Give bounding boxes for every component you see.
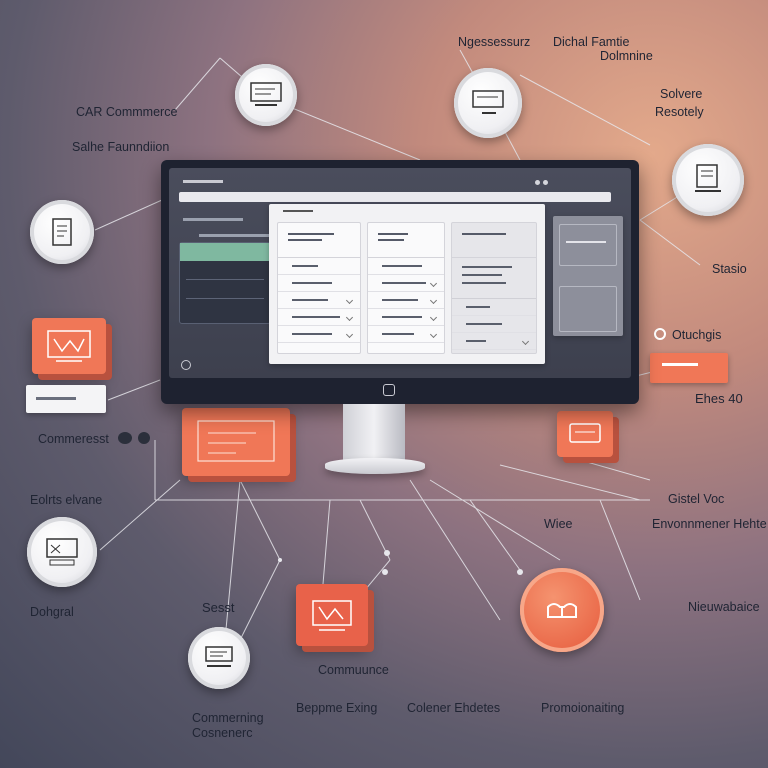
home-button-icon[interactable] (383, 384, 395, 396)
list-item[interactable] (368, 309, 444, 326)
label-beppme-exing: Beppme Exing (296, 701, 378, 715)
label-sesst: Sesst (202, 600, 235, 615)
label-stasio: Stasio (712, 262, 747, 276)
list-item[interactable] (452, 316, 536, 333)
chat-bubble-icon (118, 432, 132, 444)
monitor (161, 160, 639, 404)
content-card[interactable] (367, 222, 445, 354)
content-card[interactable] (451, 222, 537, 354)
list-item[interactable] (368, 326, 444, 343)
node-right[interactable] (672, 144, 744, 216)
chart-icon (569, 423, 601, 443)
box-center-left[interactable] (182, 408, 290, 476)
list-item[interactable] (368, 258, 444, 275)
node-bottom-center[interactable] (188, 627, 250, 689)
sidebar-item[interactable] (186, 280, 264, 299)
node-top-center[interactable] (454, 68, 522, 138)
label-commaning: Commerning (192, 711, 264, 725)
label-car-commerce: CAR Commmerce (76, 105, 178, 119)
monitor-screen (169, 168, 631, 378)
label-commuunce: Commuunce (318, 663, 389, 677)
circle-icon (654, 328, 666, 340)
chart-icon (197, 420, 275, 462)
document-icon (695, 164, 721, 192)
card-right[interactable] (650, 353, 728, 383)
power-icon[interactable] (181, 360, 191, 370)
list-item[interactable] (452, 333, 536, 350)
side-panel (553, 216, 623, 336)
label-commercest: Commeresst (38, 432, 109, 446)
node-left[interactable] (30, 200, 94, 264)
label-neuwabaice: Nieuwabaice (688, 600, 760, 614)
node-bottom-orange[interactable] (520, 568, 604, 652)
node-top-left[interactable] (235, 64, 297, 126)
list-item[interactable] (278, 326, 360, 343)
document-icon (46, 538, 78, 566)
label-envonnener-helte: Envonnmener Hehte (652, 517, 767, 531)
address-bar[interactable] (179, 192, 611, 202)
list-item[interactable] (278, 309, 360, 326)
list-item[interactable] (278, 292, 360, 309)
label-dohgral: Dohgral (30, 605, 74, 619)
label-resotely: Resotely (655, 105, 704, 119)
document-icon (250, 82, 282, 106)
label-negassesurz: Ngessessurz (458, 35, 531, 49)
sidebar-item[interactable] (186, 261, 264, 280)
document-icon (52, 218, 72, 246)
document-icon (472, 90, 504, 114)
label-otuchgs: Otuchgis (672, 328, 722, 342)
label-eolrts-elvave: Eolrts elvane (30, 493, 103, 507)
label-dichal-famtle: Dichal Famtie (553, 35, 630, 49)
label-wiee: Wiee (544, 517, 573, 531)
sidebar-item-active[interactable] (180, 243, 270, 261)
label-commenenc: Cosnenerc (192, 726, 253, 740)
card-left[interactable] (26, 385, 106, 413)
sidebar (179, 242, 271, 324)
list-item[interactable] (368, 275, 444, 292)
label-dolmnine: Dolmnine (600, 49, 653, 63)
hand-icon (547, 603, 577, 618)
screen-title-placeholder (183, 180, 223, 183)
label-sale-foundation: Salhe Faunndiion (72, 140, 170, 154)
monitor-base (325, 458, 425, 474)
list-item[interactable] (368, 292, 444, 309)
label-ehes-40: Ehes 40 (695, 391, 743, 406)
document-icon (205, 646, 233, 667)
list-item[interactable] (278, 258, 360, 275)
node-bottom-left[interactable] (27, 517, 97, 587)
box-right[interactable] (557, 411, 613, 457)
label-gistel-voc: Gistel Voc (668, 492, 725, 506)
chart-icon (312, 600, 352, 631)
label-promoionaiting: Promoionaiting (541, 701, 625, 715)
chart-icon (47, 330, 91, 362)
list-item[interactable] (452, 299, 536, 316)
content-panel (269, 204, 545, 364)
content-card[interactable] (277, 222, 361, 354)
monitor-stand (343, 404, 405, 462)
chat-bubble-icon (138, 432, 150, 444)
label-collener-ehdetes: Colener Ehdetes (407, 701, 501, 715)
label-solvere: Solvere (660, 87, 703, 101)
box-left[interactable] (32, 318, 106, 374)
box-bottom[interactable] (296, 584, 368, 646)
list-item[interactable] (278, 275, 360, 292)
